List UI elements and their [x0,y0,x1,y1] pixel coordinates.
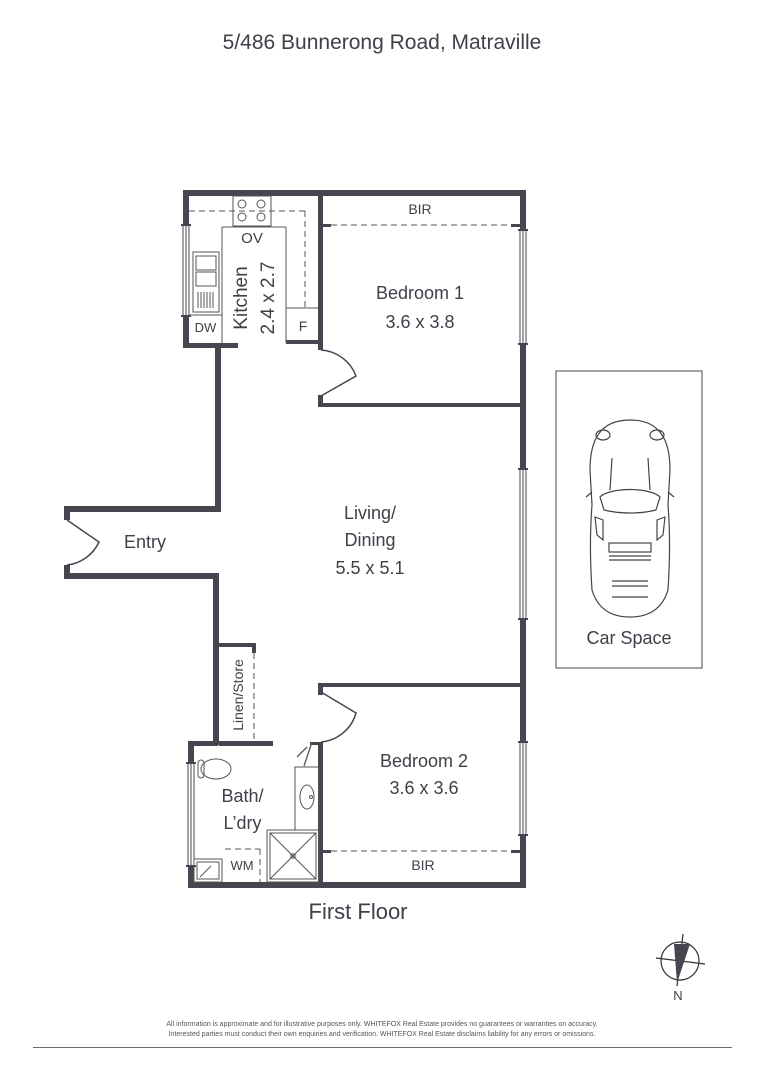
kitchen-label: Kitchen [231,266,252,329]
walls [64,190,526,888]
bedroom2-dims: 3.6 x 3.6 [389,778,459,798]
bedroom2-robe-label: BIR [411,857,435,873]
kitchen-fixtures [189,195,318,343]
sink-icon [192,251,220,313]
disclaimer: All information is approximate and for i… [0,1020,764,1040]
living-name-line2: Dining [344,530,396,550]
bedroom2-door-icon [320,691,357,743]
floor-label: First Floor [308,899,408,924]
compass-north-label: N [673,988,683,1003]
bath-name-line1: Bath/ [221,786,264,806]
entry-label: Entry [123,532,166,552]
bathroom-fixtures [193,741,320,883]
car-icon [585,419,675,618]
kitchen-dims: 2.4 x 2.7 [258,262,279,335]
doors [66,349,357,743]
bedroom2-name: Bedroom 2 [379,751,469,771]
car-space [555,370,703,669]
washing-machine-label: WM [230,858,254,873]
laundry-tub-icon [193,858,223,883]
toilet-icon [197,758,232,780]
car-space-label: Car Space [586,628,672,648]
bedroom1-robe-label: BIR [408,201,432,217]
north-compass-icon [655,933,706,987]
cooktop-icon [232,195,272,227]
bedroom1-dims: 3.6 x 3.8 [385,312,455,332]
living-name-line1: Living/ [343,503,397,523]
page-title: 5/486 Bunnerong Road, Matraville [222,31,542,54]
vanity-door-icon [296,741,313,767]
footer-divider [33,1047,732,1048]
dishwasher-label: DW [194,320,217,335]
disclaimer-line1: All information is approximate and for i… [166,1021,598,1028]
entry-door-icon [66,519,100,566]
oven-label: OV [241,230,263,247]
shower-icon [266,829,320,883]
fridge-label: F [298,318,308,334]
bedroom1-door-icon [320,349,357,397]
linen-store-label: Linen/Store [230,659,246,731]
disclaimer-line2: Interested parties must conduct their ow… [168,1031,596,1038]
vanity-icon [294,766,320,831]
bedroom1-name: Bedroom 1 [375,283,465,303]
living-dims: 5.5 x 5.1 [335,558,405,578]
dashed-lines [189,210,511,882]
bath-name-line2: L’dry [223,813,262,833]
windows [181,224,528,867]
